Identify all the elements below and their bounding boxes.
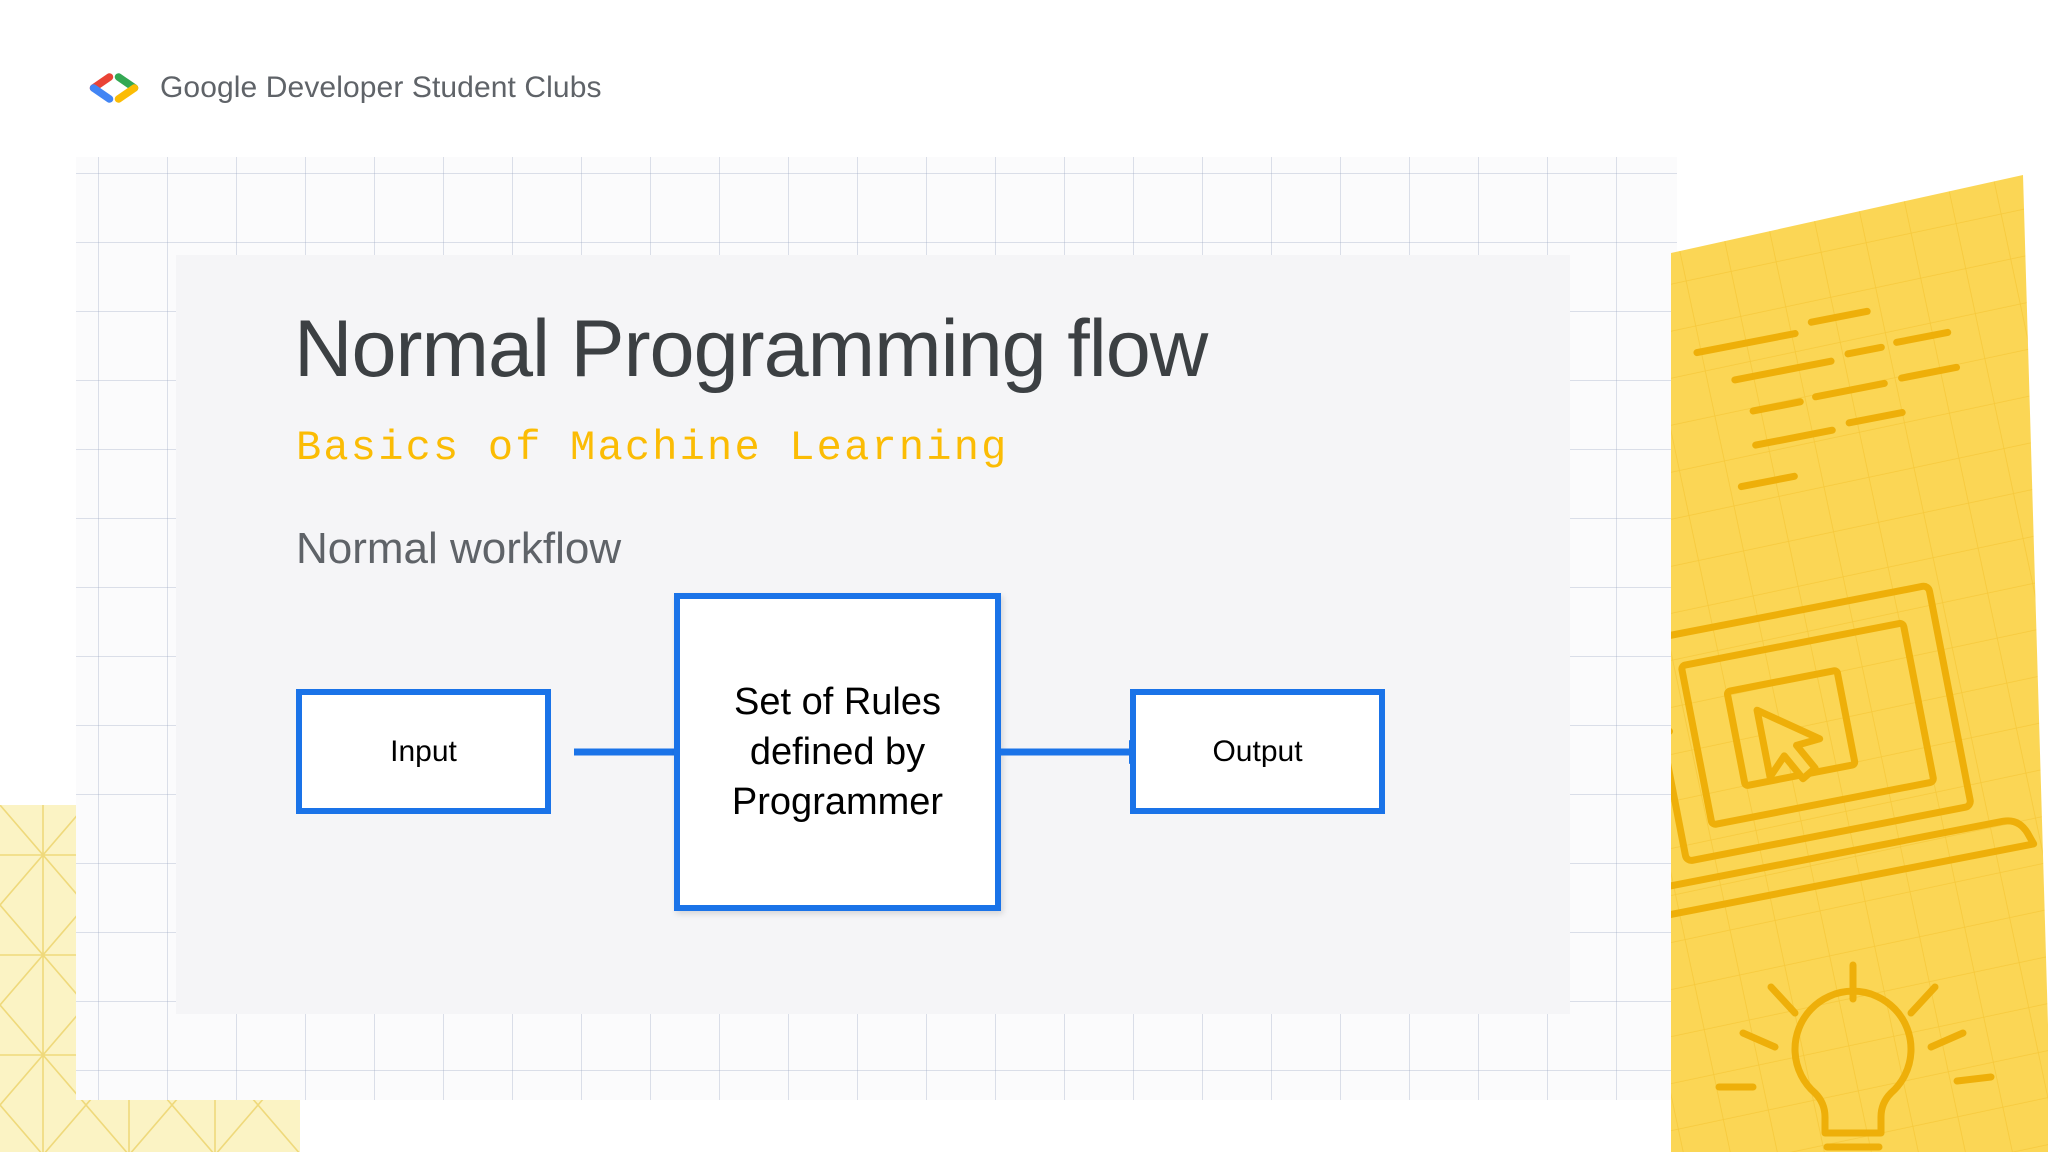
corner-lattice-label: bottom-left-triangular-lattice [0, 0, 1, 1]
flow-node-rules: Set of Rules defined by Programmer [674, 593, 1001, 911]
slide-content-panel: Normal Programming flow Basics of Machin… [176, 255, 1570, 1014]
code-lines-sketch [1693, 307, 1961, 491]
brand-header: Google Developer Student Clubs [86, 68, 602, 108]
page-title: Normal Programming flow [294, 304, 1208, 394]
section-heading: Normal workflow [296, 524, 622, 573]
gdsc-logo-icon [89, 73, 139, 103]
sticky-note-label: yellow-sticky-note [0, 0, 1, 1]
brand-name: Google Developer Student Clubs [160, 71, 602, 104]
slide-subtitle: Basics of Machine Learning [296, 424, 1009, 472]
slide-card: Normal Programming flow Basics of Machin… [76, 157, 1677, 1100]
lightbulb-sketch [1715, 961, 1995, 1151]
flow-node-output-label: Output [1212, 734, 1303, 768]
flow-node-output: Output [1130, 689, 1385, 814]
flow-node-input-label: Input [390, 734, 457, 768]
flow-diagram: Input Set of Rules defined by Programmer… [176, 585, 1570, 965]
flow-node-input: Input [296, 689, 551, 814]
flow-node-rules-label: Set of Rules defined by Programmer [731, 680, 944, 824]
